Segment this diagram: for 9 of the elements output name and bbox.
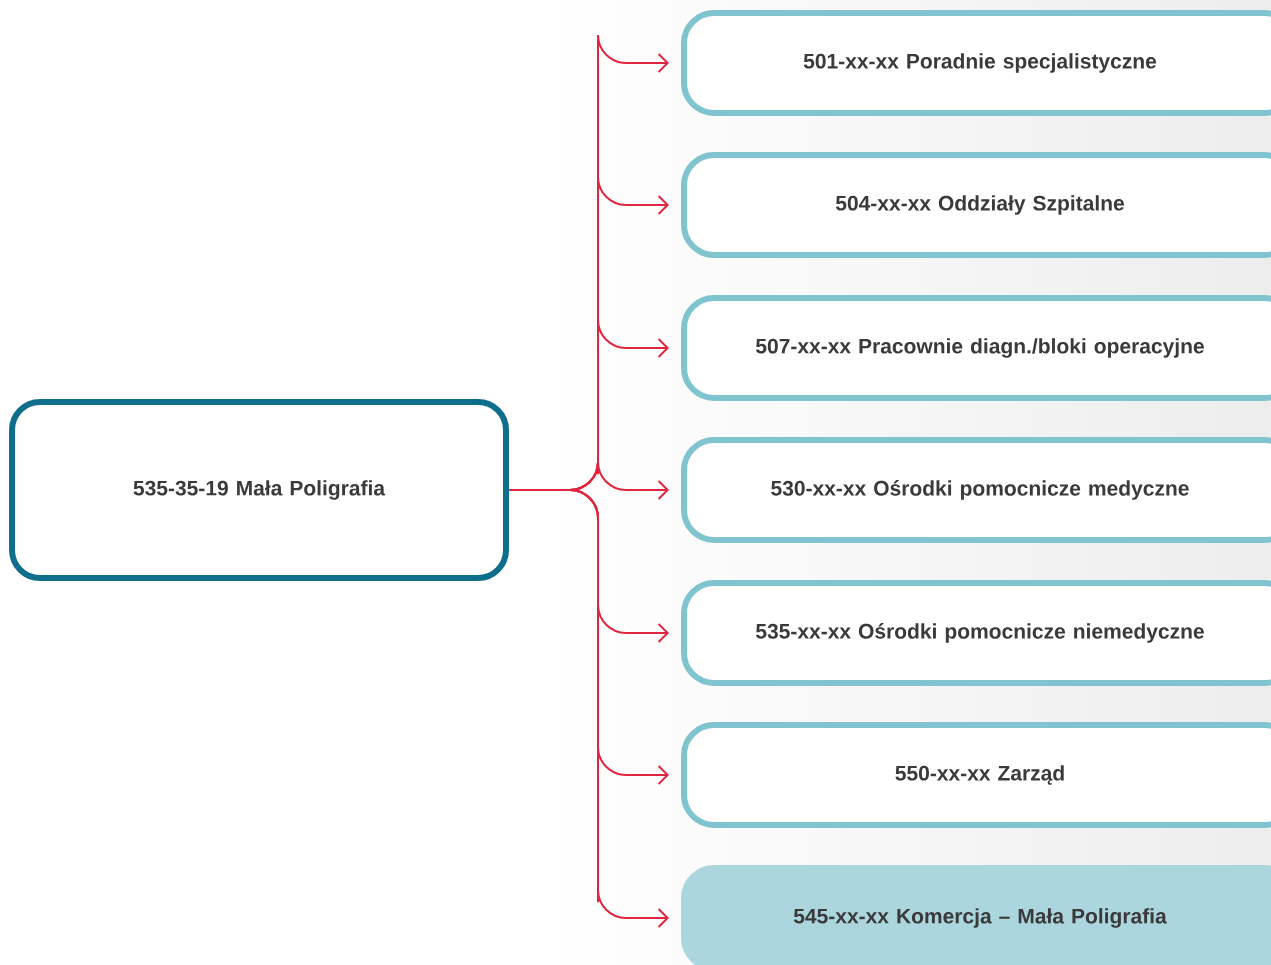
process-box: 535-35-19 Mała Poligrafia	[9, 399, 509, 581]
process-box: 504-xx-xx Oddziały Szpitalne	[681, 152, 1271, 258]
process-box: 501-xx-xx Poradnie specjalistyczne	[681, 10, 1271, 116]
process-box: 530-xx-xx Ośrodki pomocnicze medyczne	[681, 437, 1271, 543]
process-box: 535-xx-xx Ośrodki pomocnicze niemedyczne	[681, 580, 1271, 686]
process-box: 545-xx-xx Komercja – Mała Poligrafia	[681, 865, 1271, 965]
process-box: 507-xx-xx Pracownie diagn./bloki operacyjne	[681, 295, 1271, 401]
arrow	[508, 489, 669, 928]
process-box: 550-xx-xx Zarząd	[681, 722, 1271, 828]
